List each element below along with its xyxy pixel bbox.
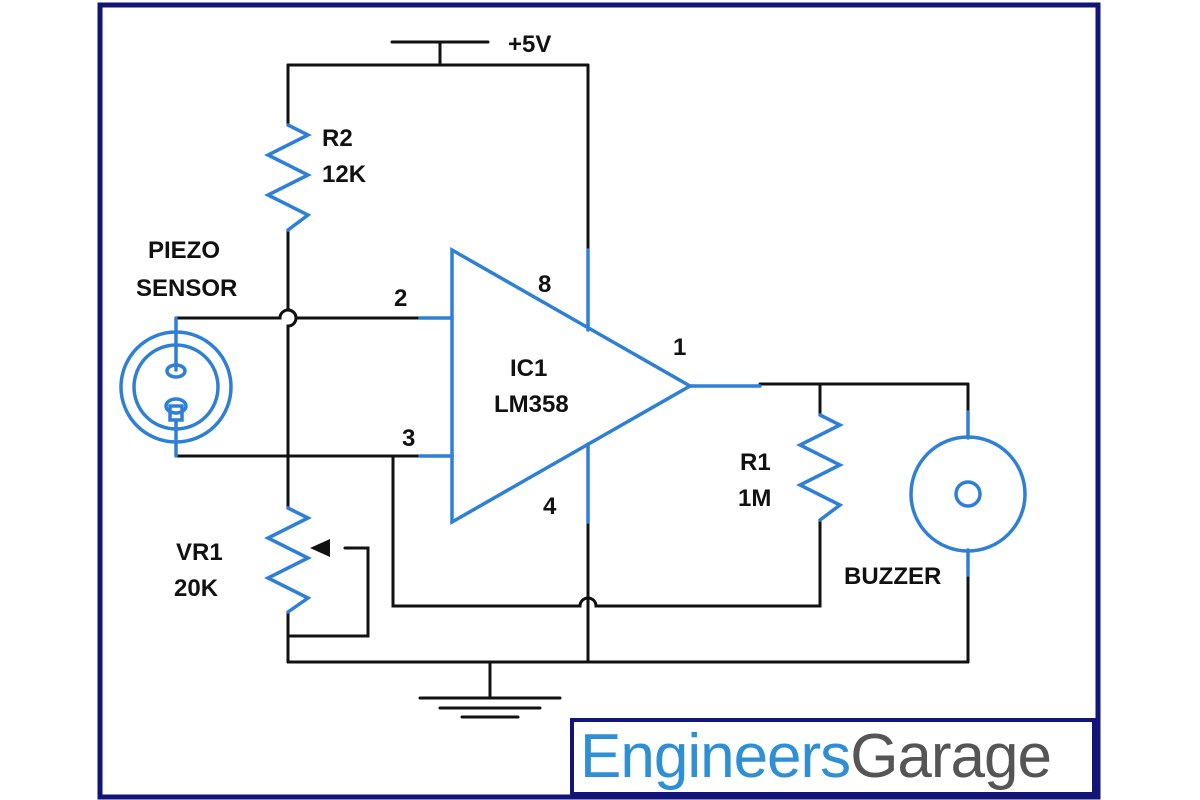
ic-name-label: IC1 — [510, 355, 547, 382]
pin2-wire — [174, 308, 422, 320]
pin4-label: 4 — [543, 493, 557, 520]
r1-value-label: 1M — [738, 485, 771, 512]
potentiometer-icon — [264, 506, 312, 614]
wiper-arrow-icon — [310, 539, 330, 557]
vr1-name-label: VR1 — [176, 539, 223, 566]
ic-part-label: LM358 — [494, 391, 569, 418]
diagram-frame — [97, 2, 1101, 800]
wiper-wire — [286, 546, 370, 638]
piezo-label-line1: PIEZO — [148, 237, 220, 264]
buzzer-label: BUZZER — [844, 563, 941, 590]
pin2-label: 2 — [394, 285, 407, 312]
supply-label: +5V — [508, 31, 551, 58]
r2-value-label: 12K — [322, 161, 367, 188]
r1-name-label: R1 — [740, 449, 771, 476]
resistor-icon — [796, 413, 844, 522]
buzzer-icon — [909, 410, 1027, 577]
components — [119, 123, 1027, 614]
pin1-label: 1 — [673, 334, 686, 361]
brand-engineers: Engineers — [580, 722, 851, 791]
pin8-label: 8 — [538, 271, 551, 298]
vr1-value-label: 20K — [174, 575, 219, 602]
wires — [174, 40, 970, 719]
piezo-label-line2: SENSOR — [136, 275, 237, 302]
r2-name-label: R2 — [322, 125, 353, 152]
brand-garage: Garage — [850, 722, 1052, 791]
resistor-icon — [264, 123, 312, 232]
piezo-sensor-icon — [119, 316, 233, 458]
ground-icon — [418, 660, 562, 719]
left-vertical-wire — [286, 228, 298, 510]
pin3-label: 3 — [402, 425, 415, 452]
feedback-wire — [391, 454, 822, 608]
op-amp-icon — [450, 246, 694, 526]
